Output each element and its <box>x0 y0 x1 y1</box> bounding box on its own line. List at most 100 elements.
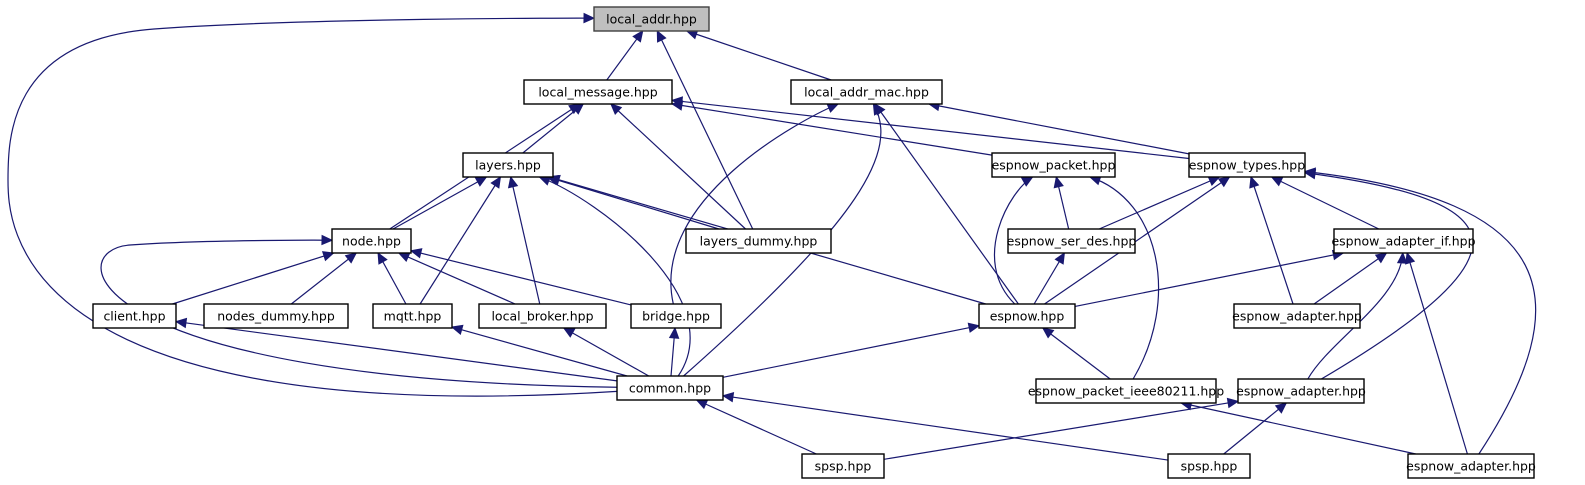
node-spsp-a[interactable]: spsp.hpp <box>801 453 885 479</box>
node-layers-dummy[interactable]: layers_dummy.hpp <box>685 228 832 254</box>
node-box <box>978 303 1076 329</box>
node-box <box>1233 303 1361 329</box>
edge-local-broker-to-layers <box>507 175 541 305</box>
node-layers[interactable]: layers.hpp <box>462 152 554 178</box>
node-espnow-ser-des[interactable]: espnow_ser_des.hpp <box>1007 228 1137 254</box>
edge-espnow-adapter-a-to-espnow-types <box>1249 175 1294 305</box>
arrowhead-icon <box>583 12 596 24</box>
node-espnow[interactable]: espnow.hpp <box>978 303 1076 329</box>
arrowhead-icon <box>874 103 886 116</box>
edge-line <box>993 176 1033 305</box>
edge-line <box>510 176 541 305</box>
node-bridge[interactable]: bridge.hpp <box>630 303 722 329</box>
edge-espnow-to-espnow-adapter-if <box>1074 249 1345 308</box>
edge-line <box>398 252 516 305</box>
edge-common-to-local-broker <box>562 327 650 377</box>
node-spsp-b[interactable]: spsp.hpp <box>1167 453 1251 479</box>
arrowhead-icon <box>1274 402 1288 414</box>
node-local-broker[interactable]: local_broker.hpp <box>478 303 607 329</box>
edge-spsp-b-to-espnow-adapter-b <box>1223 402 1288 455</box>
edge-line <box>410 250 632 306</box>
arrowhead-icon <box>695 399 709 410</box>
arrowhead-icon <box>397 252 411 263</box>
arrowhead-icon <box>668 326 680 339</box>
node-espnow-types[interactable]: espnow_types.hpp <box>1188 152 1306 178</box>
node-espnow-adapter-b[interactable]: espnow_adapter.hpp <box>1236 378 1366 404</box>
node-espnow-packet[interactable]: espnow_packet.hpp <box>991 152 1116 178</box>
node-box <box>1007 228 1136 254</box>
node-espnow-adapter-c[interactable]: espnow_adapter.hpp <box>1406 453 1536 479</box>
edge-common-to-mqtt <box>450 324 628 377</box>
edge-local-addr-mac-to-local-addr <box>685 29 832 81</box>
edge-line <box>7 17 618 397</box>
arrowhead-icon <box>1303 167 1317 178</box>
edge-line <box>1042 327 1111 380</box>
arrowhead-icon <box>1405 251 1416 265</box>
edge-espnow-adapter-if-to-espnow-types <box>1270 176 1380 230</box>
edge-line <box>563 327 650 377</box>
node-common[interactable]: common.hpp <box>616 375 724 401</box>
edge-common-to-bridge <box>668 326 680 377</box>
edge-common-to-espnow <box>722 322 981 378</box>
node-nodes-dummy[interactable]: nodes_dummy.hpp <box>203 303 349 329</box>
node-label: espnow_adapter.hpp <box>1406 459 1536 474</box>
edge-line <box>1098 176 1220 230</box>
edge-espnow-adapter-c-to-espnow-packet-ieee80211 <box>1180 400 1416 455</box>
edge-line <box>172 252 334 305</box>
node-label: nodes_dummy.hpp <box>217 309 335 324</box>
edges-layer <box>7 12 1537 461</box>
edge-nodes-dummy-to-node <box>290 252 358 305</box>
node-espnow-adapter-if[interactable]: espnow_adapter_if.hpp <box>1331 228 1476 254</box>
edge-espnow-to-espnow-ser-des <box>1033 251 1066 305</box>
arrowhead-icon <box>474 176 488 187</box>
edge-espnow-to-local-addr-mac <box>874 103 1019 305</box>
edge-line <box>1089 176 1160 380</box>
node-label: common.hpp <box>629 381 711 396</box>
arrowhead-icon <box>174 317 188 329</box>
node-mqtt[interactable]: mqtt.hpp <box>372 303 453 329</box>
node-box <box>1188 152 1306 178</box>
arrowhead-icon <box>507 175 519 189</box>
node-box <box>1237 378 1365 404</box>
node-local-addr-mac[interactable]: local_addr_mac.hpp <box>790 79 943 105</box>
edge-line <box>1271 176 1380 230</box>
node-espnow-packet-ieee80211[interactable]: espnow_packet_ieee80211.hpp <box>1028 378 1224 404</box>
arrowhead-icon <box>1207 176 1221 187</box>
edge-line <box>1307 252 1404 380</box>
edge-line <box>539 176 691 377</box>
node-label: espnow_ser_des.hpp <box>1007 234 1137 249</box>
edge-common-to-node <box>100 234 618 388</box>
edge-line <box>686 30 832 81</box>
node-label: node.hpp <box>342 234 401 249</box>
edge-line <box>696 399 817 455</box>
edge-local-broker-to-node <box>397 252 516 305</box>
arrowhead-icon <box>721 391 735 403</box>
edge-line <box>670 103 839 305</box>
node-local-message[interactable]: local_message.hpp <box>523 79 673 105</box>
node-label: spsp.hpp <box>815 459 872 474</box>
edge-line <box>1313 252 1387 305</box>
node-label: local_broker.hpp <box>491 309 593 324</box>
node-box <box>372 303 453 329</box>
node-client[interactable]: client.hpp <box>92 303 177 329</box>
arrowhead-icon <box>1226 397 1240 409</box>
arrowhead-icon <box>967 322 981 333</box>
edge-espnow-packet-ieee80211-to-espnow <box>1041 327 1111 380</box>
edge-line <box>1044 176 1230 305</box>
node-box <box>203 303 349 329</box>
edge-line <box>656 30 754 230</box>
edge-line <box>175 320 618 382</box>
arrowhead-icon <box>826 103 840 113</box>
arrowhead-icon <box>670 96 684 107</box>
node-node[interactable]: node.hpp <box>331 228 412 254</box>
edge-line <box>722 395 1169 461</box>
node-label: espnow_packet.hpp <box>992 158 1116 173</box>
node-label: layers_dummy.hpp <box>700 234 818 249</box>
node-espnow-adapter-a[interactable]: espnow_adapter.hpp <box>1232 303 1362 329</box>
arrowhead-icon <box>1217 176 1231 188</box>
arrowhead-icon <box>1396 251 1408 264</box>
edge-espnow-adapter-a-to-espnow-adapter-if <box>1313 252 1388 305</box>
edge-line <box>1406 252 1468 455</box>
